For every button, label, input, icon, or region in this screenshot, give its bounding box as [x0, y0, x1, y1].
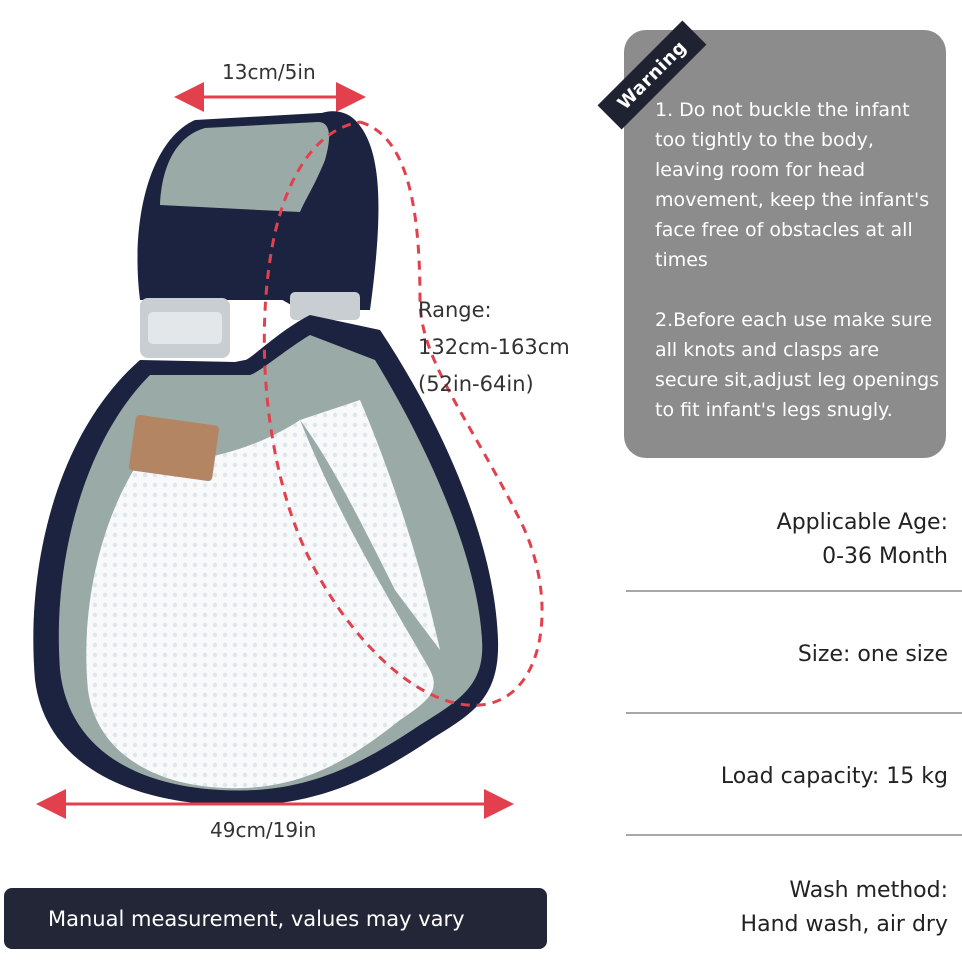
buckle-icon [140, 292, 360, 358]
range-label: Range: [418, 298, 492, 322]
measurement-note: Manual measurement, values may vary [4, 888, 547, 949]
spec-size: Size: one size [797, 642, 948, 667]
spec-divider-1 [626, 590, 962, 592]
spec-wash: Wash method: Hand wash, air dry [741, 874, 948, 942]
spec-divider-2 [626, 712, 962, 714]
spec-load: Load capacity: 15 kg [720, 764, 948, 789]
spec-divider-3 [626, 834, 962, 836]
range-cm: 132cm-163cm [418, 335, 570, 359]
spec-wash-label: Wash method: [789, 878, 948, 903]
spec-wash-value: Hand wash, air dry [740, 912, 948, 937]
baby-sling-illustration [33, 82, 544, 819]
spec-age-label: Applicable Age: [776, 510, 948, 535]
range-dashed-outline [262, 120, 544, 707]
warning-item-2: 2.Before each use make sure all knots an… [655, 309, 940, 421]
warning-text: 1. Do not buckle the infant too tightly … [655, 95, 945, 455]
warning-card [624, 30, 946, 458]
range-in: (52in-64in) [418, 372, 534, 396]
spec-age: Applicable Age: 0-36 Month [777, 506, 948, 574]
top-width-label: 13cm/5in [222, 60, 316, 84]
bottom-width-label: 49cm/19in [210, 818, 317, 842]
warning-item-1: 1. Do not buckle the infant too tightly … [655, 99, 930, 271]
brand-label [129, 414, 219, 482]
sling-mesh-panel [86, 420, 434, 789]
spec-age-value: 0-36 Month [822, 544, 948, 569]
front-strap-sage-panel [160, 122, 330, 212]
range-block: Range: 132cm-163cm (52in-64in) [418, 292, 570, 403]
